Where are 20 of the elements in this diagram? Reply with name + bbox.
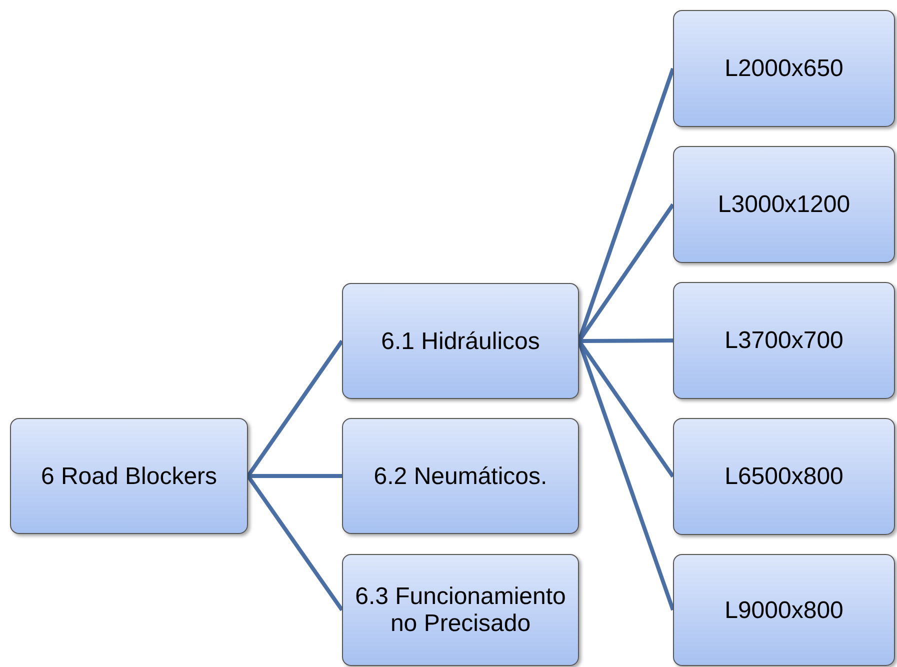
node-label: L3000x1200 bbox=[716, 191, 852, 218]
process-box bbox=[10, 418, 248, 534]
process-box bbox=[342, 418, 579, 534]
process-box bbox=[673, 418, 895, 535]
connector-line bbox=[248, 474, 342, 478]
node-label: 6.2 Neumáticos. bbox=[372, 462, 548, 490]
node-label: 6.1 Hidráulicos bbox=[380, 328, 541, 354]
connector-line bbox=[578, 338, 674, 343]
node-label: L3700x700 bbox=[724, 327, 844, 354]
process-box bbox=[342, 554, 579, 666]
process-box bbox=[673, 146, 895, 263]
node-label: L6500x800 bbox=[724, 463, 844, 490]
node-label: 6.3 Funcionamiento no Precisado bbox=[354, 583, 567, 637]
node-label: 6 Road Blockers bbox=[40, 462, 218, 490]
node-label: L9000x800 bbox=[724, 596, 844, 624]
process-box bbox=[673, 10, 895, 127]
process-box bbox=[673, 554, 895, 666]
process-box bbox=[673, 282, 895, 399]
process-box bbox=[342, 283, 579, 399]
node-label: L2000x650 bbox=[724, 55, 844, 82]
